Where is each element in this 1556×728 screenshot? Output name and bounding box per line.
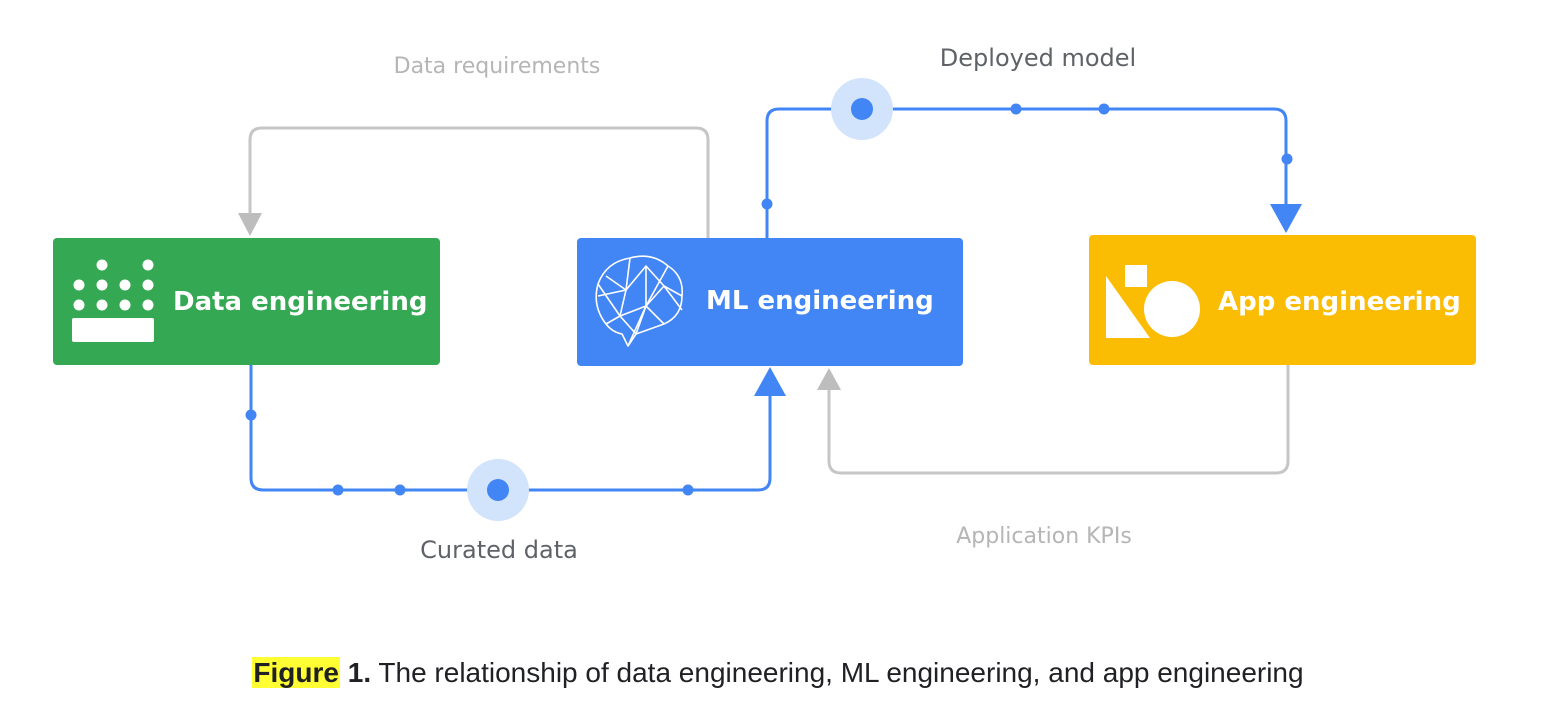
app-engineering-box: App engineering bbox=[1089, 235, 1476, 365]
dots-keyboard-icon bbox=[72, 259, 154, 342]
data-engineering-label: Data engineering bbox=[173, 287, 427, 317]
curated-data-connector bbox=[245, 364, 786, 521]
app-engineering-label: App engineering bbox=[1218, 287, 1461, 317]
deployed-model-connector bbox=[761, 78, 1302, 238]
curated-data-arrowhead bbox=[754, 367, 786, 396]
connector-dot bbox=[682, 484, 694, 496]
connector-dot bbox=[1281, 153, 1293, 165]
deployed-model-label: Deployed model bbox=[940, 44, 1136, 72]
figure-caption-text: The relationship of data engineering, ML… bbox=[378, 657, 1304, 688]
connector-dot bbox=[332, 484, 344, 496]
connector-dot bbox=[1010, 103, 1022, 115]
connector-dot bbox=[394, 484, 406, 496]
data-engineering-box: Data engineering bbox=[53, 238, 440, 365]
data-requirements-arrowhead bbox=[238, 213, 262, 236]
data-requirements-label: Data requirements bbox=[394, 54, 601, 79]
brain-network-icon bbox=[595, 255, 684, 347]
engineering-relationship-diagram: Data engineering ML engineering App engi… bbox=[53, 44, 1476, 564]
application-kpis-arrowhead bbox=[817, 368, 841, 390]
connector-dot bbox=[1098, 103, 1110, 115]
connector-dot bbox=[245, 409, 257, 421]
application-kpis-connector bbox=[817, 364, 1290, 475]
deployed-model-arrowhead bbox=[1270, 204, 1302, 233]
deployed-model-pulse-dot bbox=[851, 98, 873, 120]
shapes-icon bbox=[1106, 265, 1200, 338]
figure-word-highlight: Figure bbox=[252, 657, 340, 688]
data-requirements-connector bbox=[238, 126, 710, 238]
figure-caption: Figure 1. The relationship of data engin… bbox=[0, 657, 1556, 689]
curated-data-label: Curated data bbox=[420, 536, 578, 564]
ml-engineering-label: ML engineering bbox=[706, 286, 934, 316]
figure-number: 1. bbox=[347, 657, 372, 688]
application-kpis-label: Application KPIs bbox=[956, 524, 1132, 549]
curated-data-pulse-dot bbox=[487, 479, 509, 501]
connector-dot bbox=[761, 198, 773, 210]
ml-engineering-box: ML engineering bbox=[577, 238, 963, 366]
